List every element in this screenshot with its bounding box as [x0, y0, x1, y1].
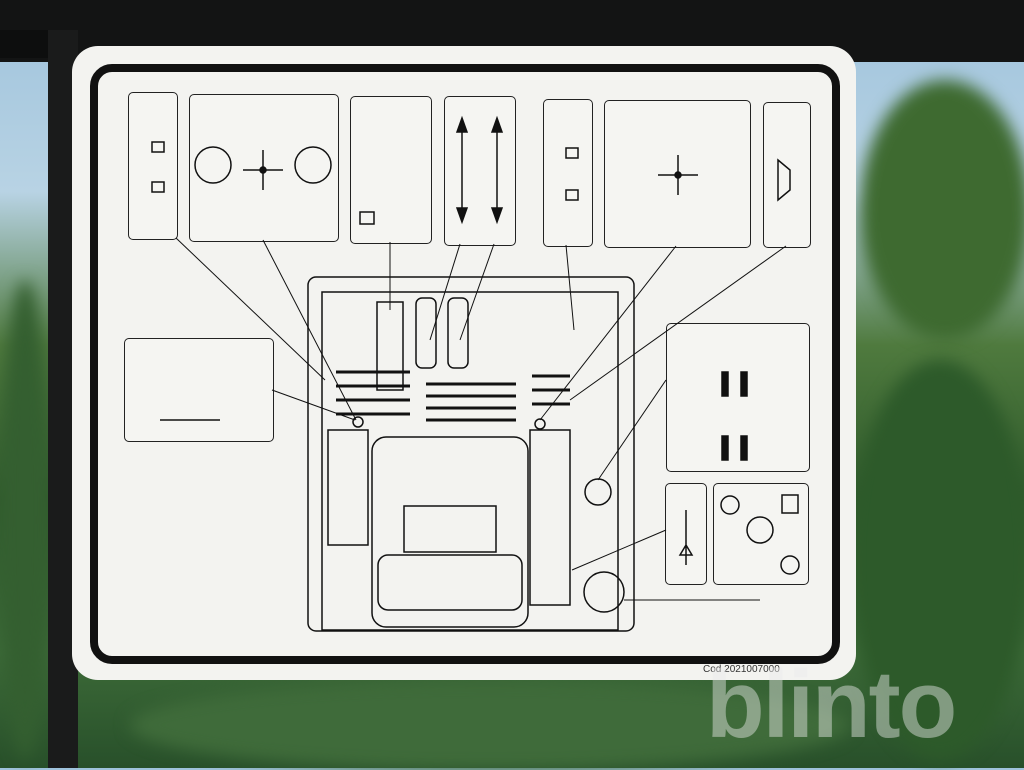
pattern-panel [124, 338, 274, 442]
fuel-icon [781, 494, 799, 514]
tree-foliage [0, 280, 50, 760]
horn-panel [763, 102, 811, 248]
sticker-border [90, 64, 840, 664]
code-label: Cod [703, 664, 722, 675]
four-way-arrow-icon [160, 150, 698, 421]
watermark-logo: blinto [706, 651, 957, 758]
cab-floorplan [307, 276, 635, 632]
pedal-panel [350, 96, 432, 244]
blade-float-icon [721, 371, 748, 461]
glow-plug-icon [720, 495, 740, 515]
lock-icon [151, 141, 579, 225]
tree-foliage [860, 80, 1024, 340]
tree-foliage [850, 360, 1024, 760]
sticker-code: Cod 2021007000 [703, 664, 780, 675]
travel-arrows-icon [455, 115, 504, 225]
tree-foliage [130, 680, 850, 770]
start-icon [780, 555, 800, 575]
throttle-icon [678, 510, 694, 565]
lock-panel-left [128, 92, 178, 240]
leader-lines [175, 237, 787, 601]
blade-panel [666, 323, 810, 472]
swing-icon [194, 146, 232, 184]
horn-icon [777, 158, 791, 202]
travel-panel [444, 96, 516, 246]
code-value: 2021007000 [724, 664, 780, 675]
window-frame [0, 30, 52, 58]
throttle-panel [665, 483, 707, 585]
lock-panel-right [543, 99, 593, 247]
ignition-panel [713, 483, 809, 585]
swing-icon [294, 146, 332, 184]
key-switch-icon [746, 516, 774, 544]
